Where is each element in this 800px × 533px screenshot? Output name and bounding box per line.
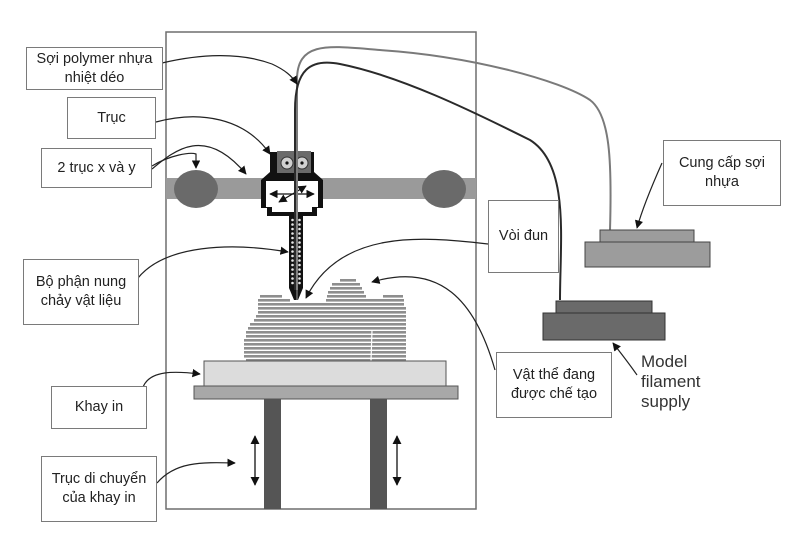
roller-right — [422, 170, 466, 208]
heater-coil-dot — [298, 250, 301, 253]
heater-coil-dot — [291, 277, 294, 280]
filament-supply-top — [599, 229, 695, 244]
object-layer — [250, 323, 406, 326]
heater-coil-dot — [291, 236, 294, 240]
heater-coil-dot — [298, 281, 301, 285]
filament-supply-base — [584, 241, 711, 268]
label-axle: Trục — [67, 97, 156, 139]
object-layer — [254, 319, 406, 322]
heater-coil-dot — [291, 272, 294, 276]
label-object: Vật thể đang được chế tạo — [496, 352, 612, 418]
object-layer — [327, 295, 366, 298]
leader-tray — [142, 368, 201, 388]
leader-axle — [155, 116, 271, 155]
heater-coil-dot — [298, 223, 301, 226]
object-layer — [340, 279, 356, 282]
label-tray-axis: Trục di chuyển của khay in — [41, 456, 157, 522]
object-layer — [258, 307, 406, 310]
tray-column-left — [264, 399, 281, 509]
heater-coil-dot — [291, 250, 294, 253]
heater-coil-dot — [291, 241, 294, 244]
heater-coil-dot — [298, 232, 301, 235]
leader-tray-axis — [156, 458, 236, 484]
leader-nozzle — [305, 238, 489, 299]
model-supply-base — [542, 312, 666, 341]
xy-arrow-diagonal — [278, 185, 307, 203]
model-supply-top — [555, 300, 653, 315]
heater-coil-dot — [298, 218, 301, 222]
object-layer — [246, 331, 406, 334]
leader-model-supply — [612, 342, 638, 376]
heater-coil-dot — [291, 227, 294, 231]
object-layer — [258, 311, 406, 314]
label-model-supply: Model filament supply — [641, 352, 701, 411]
object-layer — [246, 359, 406, 362]
object-layer — [332, 283, 360, 286]
filament-dark — [294, 61, 563, 301]
heater-coil-dot — [298, 263, 301, 267]
label-nozzle: Vòi đun — [488, 200, 559, 273]
leader-xy-2 — [151, 144, 247, 175]
object-being-built — [244, 279, 406, 362]
object-layer — [258, 303, 404, 306]
leader-filament-supply — [634, 162, 663, 229]
heater-coil-dot — [298, 277, 301, 280]
label-filament-supply: Cung cấp sợi nhựa — [663, 140, 781, 206]
object-layer — [244, 339, 406, 342]
leader-melter — [137, 246, 289, 279]
object-layer — [244, 347, 406, 350]
object-layer — [244, 343, 406, 346]
heater-coil-dot — [291, 281, 294, 285]
heater-coil-dot — [291, 263, 294, 267]
build-tray-base — [193, 385, 459, 400]
printer-frame — [165, 31, 477, 510]
leader-filament — [161, 55, 298, 85]
heater-coil-dot — [298, 272, 301, 276]
heater-coil-dot — [298, 268, 301, 271]
heater-coil-dot — [291, 259, 294, 262]
heater-coil-dot — [298, 236, 301, 240]
object-layer — [328, 291, 364, 294]
object-layer — [244, 355, 406, 358]
leader-object — [371, 275, 496, 371]
leader-xy-1 — [151, 152, 201, 169]
label-melter: Bộ phận nung chảy vật liệu — [23, 259, 139, 325]
heater-coil-dot — [298, 254, 301, 258]
build-tray-top — [203, 360, 447, 387]
object-layer — [260, 295, 282, 298]
heater-coil-dot — [291, 268, 294, 271]
object-layer — [326, 299, 404, 302]
label-filament: Sợi polymer nhựa nhiệt déo — [26, 47, 163, 90]
label-xy-axes: 2 trục x và y — [41, 148, 152, 188]
object-layer — [246, 335, 406, 338]
heater-coil-dot — [298, 245, 301, 249]
object-layer — [248, 327, 406, 330]
heater-coil-dot — [291, 245, 294, 249]
heater-coil-dot — [291, 232, 294, 235]
object-layer — [258, 299, 290, 302]
heater-coil-dot — [298, 227, 301, 231]
print-head — [261, 151, 323, 216]
heater-coil-dot — [291, 218, 294, 222]
label-build-tray: Khay in — [51, 386, 147, 429]
object-layer — [256, 315, 406, 318]
object-layer — [330, 287, 362, 290]
object-layer — [383, 295, 403, 298]
roller-left — [174, 170, 218, 208]
heater-coil-dot — [291, 254, 294, 258]
heater-coil-dot — [291, 223, 294, 226]
heater-coil-dot — [298, 259, 301, 262]
object-seam — [370, 329, 373, 362]
filament-light — [296, 46, 612, 290]
tray-column-right — [370, 399, 387, 509]
heater-coil-dot — [298, 241, 301, 244]
object-layer — [244, 351, 406, 354]
